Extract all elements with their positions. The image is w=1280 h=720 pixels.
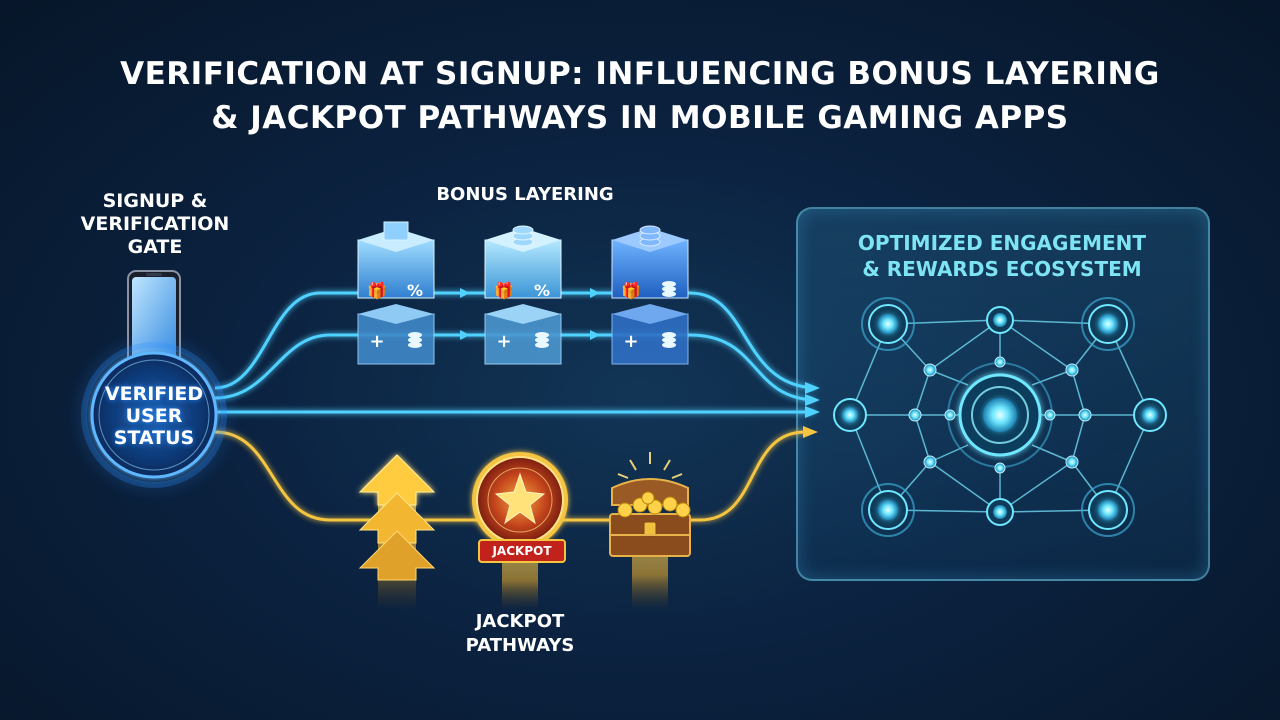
percent-icon: % [407,281,423,300]
verified-badge [81,342,227,488]
percent-icon: % [534,281,550,300]
network-major-nodes [833,297,1167,537]
blue-arrowheads [460,288,820,418]
node-top [986,306,1014,334]
bonus-stack-3: 🎁 + [611,225,689,365]
ecosystem-title: OPTIMIZED ENGAGEMENT & REWARDS ECOSYSTEM [796,230,1208,282]
ecosystem-line-1: OPTIMIZED ENGAGEMENT [857,231,1147,255]
signup-verification-gate-label: SIGNUP & VERIFICATION GATE [70,190,240,259]
treasure-chest-icon [609,452,691,610]
node-right [1133,398,1167,432]
blue-path-middle [214,333,816,402]
gift-icon: 🎁 [367,281,387,300]
plus-icon: + [496,331,511,352]
coins-icon [408,332,422,348]
node-bottom-right [1081,483,1135,537]
network-minor-nodes [908,356,1092,474]
plus-icon: + [369,331,384,352]
coins-icon [662,281,676,297]
title-line-1: VERIFICATION AT SIGNUP: INFLUENCING BONU… [120,56,1160,92]
arrowhead-b2 [590,288,600,298]
network-hub [947,362,1053,468]
verified-line-2: USER [125,405,183,427]
jackpot-pathways-label: JACKPOT PATHWAYS [420,610,620,658]
coins-icon [662,332,676,348]
jackpot-line-2: PATHWAYS [465,635,575,656]
jackpot-badge: JACKPOT [478,539,566,563]
gift-icon: 🎁 [494,281,514,300]
blue-path-upper [214,291,816,390]
bonus-stack-2: 🎁 % + [484,225,562,365]
arrowhead-straight [805,406,820,418]
gate-line-3: GATE [127,236,183,258]
verified-line-1: VERIFIED [104,383,204,405]
jackpot-wheel-icon [472,452,568,610]
diagram-title: VERIFICATION AT SIGNUP: INFLUENCING BONU… [0,52,1280,140]
title-line-2: & JACKPOT PATHWAYS IN MOBILE GAMING APPS [211,100,1069,136]
bonus-stack-1: 🎁 % + [357,221,435,365]
arrowhead-b4 [590,330,600,340]
coins-icon [535,332,549,348]
gold-up-arrows-icon [358,454,436,610]
arrowhead-b1 [460,288,470,298]
node-top-right [1081,297,1135,351]
arrowhead-gold [803,426,818,438]
gate-line-1: SIGNUP & [102,190,208,212]
verified-line-3: STATUS [113,427,195,449]
coins-icon [639,225,661,247]
blue-paths [214,291,816,414]
gift-icon: 🎁 [621,281,641,300]
node-bottom [986,498,1014,526]
verified-user-status-label: VERIFIED USER STATUS [92,383,216,449]
ecosystem-line-2: & REWARDS ECOSYSTEM [862,257,1142,281]
gate-line-2: VERIFICATION [80,213,230,235]
arrowhead-middle [805,394,820,406]
arrowhead-upper [805,382,820,394]
arrowhead-b3 [460,330,470,340]
jackpot-line-1: JACKPOT [475,611,565,632]
coins-icon [512,225,534,247]
node-top-left [861,297,915,351]
plus-icon: + [623,331,638,352]
node-bottom-left [861,483,915,537]
node-left [833,398,867,432]
phone-icon [127,270,181,366]
bonus-layering-label: BONUS LAYERING [436,184,614,205]
